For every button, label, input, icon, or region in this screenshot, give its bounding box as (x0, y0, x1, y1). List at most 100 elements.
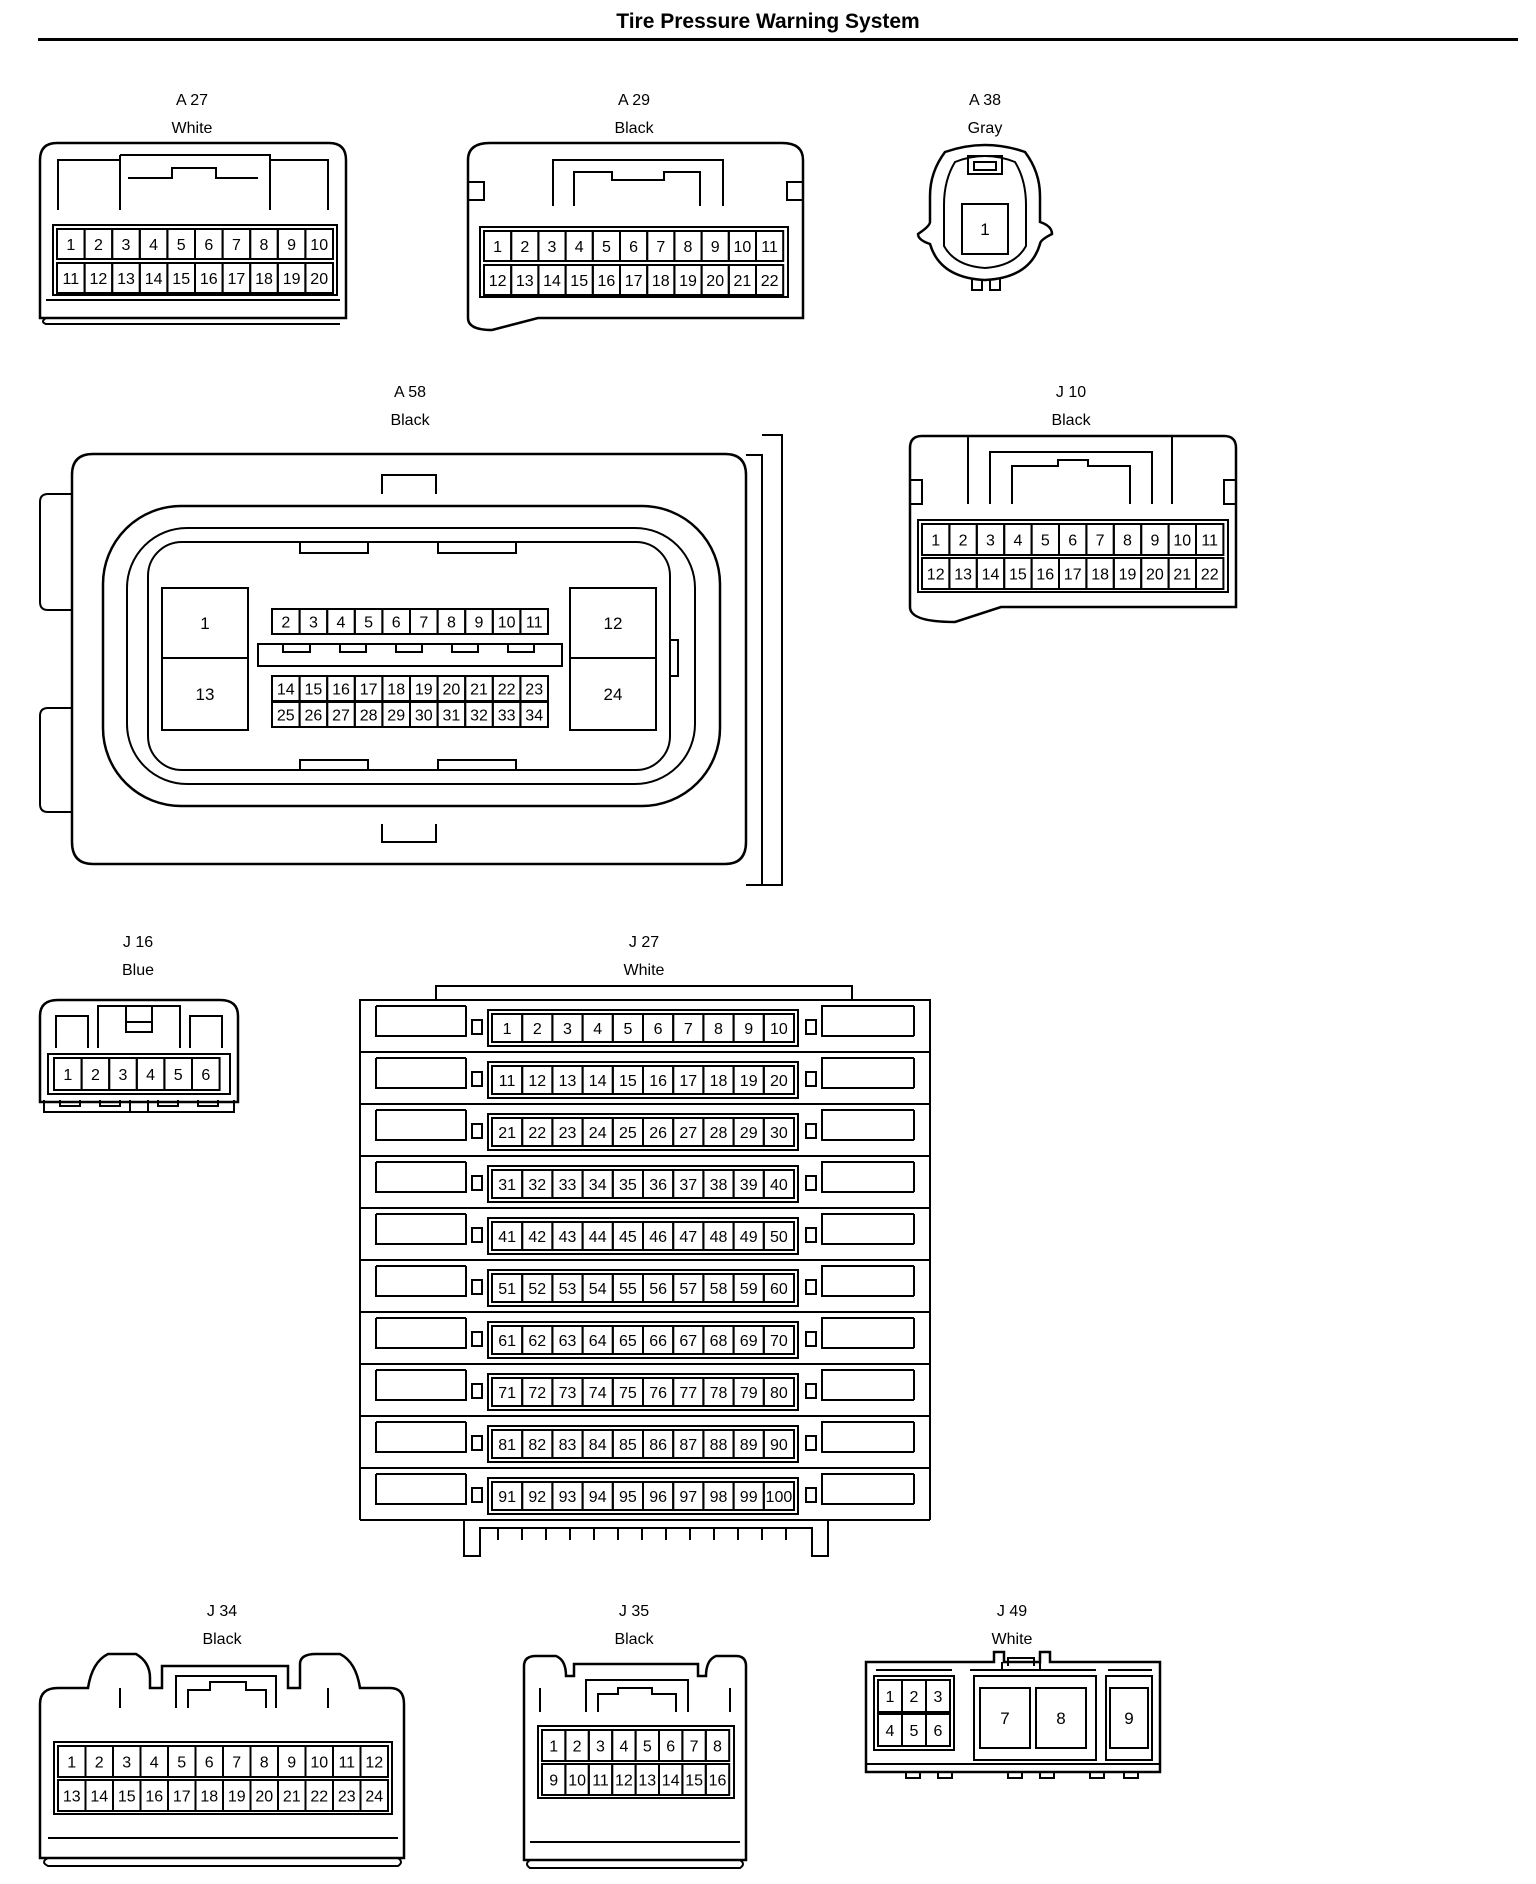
pin-label: 24 (604, 685, 623, 704)
pin-j27-33: 33 (551, 1169, 584, 1199)
pin-label: 3 (563, 1021, 572, 1038)
pin-j27-54: 54 (581, 1273, 614, 1303)
pin-label: 6 (629, 239, 638, 256)
pin-j10-4: 4 (1003, 523, 1033, 556)
pin-a58-24: 24 (569, 657, 657, 731)
pin-label: 16 (598, 273, 616, 290)
connector-j10-housing-inner (910, 436, 1236, 505)
pin-label: 18 (387, 682, 405, 699)
pin-label: 20 (706, 273, 724, 290)
pin-label: 10 (568, 1773, 586, 1790)
pin-label: 2 (91, 1067, 100, 1084)
pin-label: 16 (649, 1073, 667, 1090)
pin-j10-12: 12 (921, 557, 951, 590)
pin-a58-4: 4 (326, 608, 356, 635)
pin-j34-13: 13 (57, 1779, 87, 1812)
pin-label: 14 (543, 273, 561, 290)
row-lock-left (471, 1175, 483, 1191)
pin-label: 10 (310, 237, 328, 254)
pin-label: 26 (305, 708, 323, 725)
pin-label: 21 (498, 1125, 516, 1142)
pin-label: 94 (589, 1489, 607, 1506)
pin-label: 7 (684, 1021, 693, 1038)
pin-cavity (762, 1273, 795, 1303)
pin-label: 87 (679, 1437, 697, 1454)
pin-label: 1 (886, 1689, 895, 1706)
pin-label: 22 (310, 1789, 328, 1806)
row-frame-inner (487, 1321, 799, 1359)
pin-a29-19: 19 (673, 264, 703, 296)
pin-label: 8 (260, 237, 269, 254)
pin-a58-22: 22 (491, 675, 522, 702)
pin-label: 22 (761, 273, 779, 290)
pin-j27-7: 7 (672, 1013, 705, 1043)
pin-label: 8 (447, 615, 456, 632)
pin-j49-3: 3 (925, 1679, 951, 1713)
pin-label: 34 (589, 1177, 607, 1194)
pin-a58-3: 3 (298, 608, 329, 635)
row-tabs (375, 1265, 915, 1297)
pin-j35-5: 5 (634, 1729, 660, 1762)
row-frame (359, 1051, 931, 1104)
connector-j27-top-bar (435, 985, 853, 1000)
row-tabs (375, 1421, 915, 1453)
pin-label: 24 (365, 1789, 383, 1806)
pin-label: 22 (528, 1125, 546, 1142)
pin-j27-83: 83 (551, 1429, 584, 1459)
pin-label: 25 (277, 708, 295, 725)
pin-j35-16: 16 (704, 1763, 731, 1796)
row-lock-left (471, 1071, 483, 1087)
pin-label: 48 (710, 1229, 728, 1246)
pin-a58-7: 7 (409, 608, 439, 635)
connector-j27-id: J 27 (629, 934, 659, 951)
connector-a58-shroud-outer (101, 504, 722, 808)
pin-j34-9: 9 (277, 1745, 307, 1778)
pin-cavity (762, 1429, 795, 1459)
row-frame (359, 1155, 931, 1208)
pin-j27-2: 2 (521, 1013, 554, 1043)
pin-j27-67: 67 (672, 1325, 705, 1355)
pin-j34-17: 17 (167, 1779, 197, 1812)
pin-a58-31: 31 (436, 701, 467, 728)
pin-label: 2 (95, 1755, 104, 1772)
pin-j49-9: 9 (1109, 1687, 1149, 1749)
pin-j34-18: 18 (194, 1779, 224, 1812)
pin-j27-26: 26 (642, 1117, 675, 1147)
pin-j27-73: 73 (551, 1377, 584, 1407)
pin-a38-1: 1 (961, 203, 1009, 255)
pin-label: 76 (649, 1385, 667, 1402)
pin-label: 20 (310, 271, 328, 288)
pin-a29-22: 22 (755, 264, 785, 296)
pin-j34-6: 6 (194, 1745, 224, 1778)
connector-a58-cavity-notches (299, 542, 679, 770)
row-lock-right (805, 1383, 817, 1399)
pin-j27-88: 88 (702, 1429, 735, 1459)
pin-label: 7 (232, 237, 241, 254)
pin-a27-9: 9 (276, 228, 307, 260)
pin-j27-22: 22 (521, 1117, 554, 1147)
pin-label: 9 (1150, 533, 1159, 550)
pin-label: 4 (575, 239, 584, 256)
pin-j27-81: 81 (491, 1429, 524, 1459)
pin-label: 79 (740, 1385, 758, 1402)
pin-j27-39: 39 (732, 1169, 765, 1199)
connector-j35-base (526, 1841, 744, 1869)
pin-j27-17: 17 (672, 1065, 705, 1095)
pin-label: 13 (559, 1073, 577, 1090)
pin-label: 12 (615, 1773, 633, 1790)
pin-j27-42: 42 (521, 1221, 554, 1251)
row-lock-right (805, 1227, 817, 1243)
pin-j27-9: 9 (732, 1013, 765, 1043)
pin-label: 5 (174, 1067, 183, 1084)
pin-label: 13 (516, 273, 534, 290)
pin-label: 88 (710, 1437, 728, 1454)
pin-label: 3 (596, 1739, 605, 1756)
row-frame (359, 1363, 931, 1416)
pin-j27-20: 20 (762, 1065, 795, 1095)
pin-label: 2 (281, 615, 290, 632)
